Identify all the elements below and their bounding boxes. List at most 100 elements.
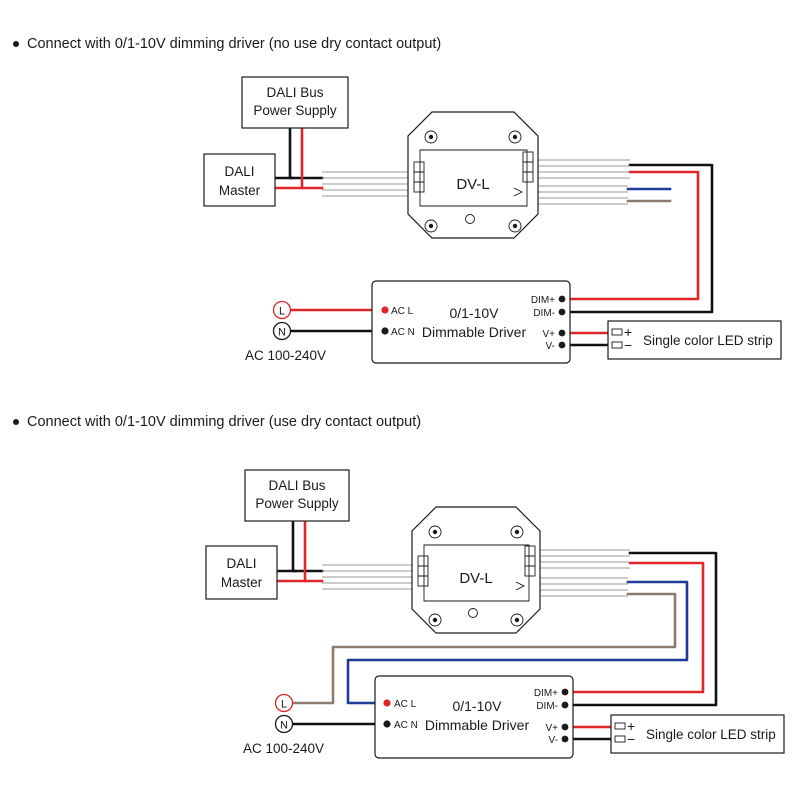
driver-title-line1: 0/1-10V <box>452 698 502 714</box>
wire-red <box>563 561 705 694</box>
neutral-symbol: N <box>280 720 288 732</box>
wire-red <box>560 170 700 301</box>
supply-label-line1: DALI Bus <box>266 85 323 100</box>
dim-plus-label: DIM+ <box>531 295 555 306</box>
bullet-icon <box>13 41 19 47</box>
v-minus-label: V- <box>546 341 555 352</box>
terminal-dot <box>558 341 566 349</box>
screw-icon <box>428 525 442 539</box>
ac-n-label: AC N <box>394 720 418 731</box>
terminal-dot <box>381 306 389 314</box>
supply-label-line2: Power Supply <box>253 103 337 118</box>
terminal-dot <box>558 329 566 337</box>
live-symbol: L <box>279 306 285 318</box>
dv-l-module: DV-L <box>407 111 539 239</box>
wire-black <box>291 519 324 573</box>
live-terminal-icon: L <box>274 693 294 713</box>
led-minus-sign: − <box>624 337 632 353</box>
led-strip: + − Single color LED strip <box>607 320 782 360</box>
neutral-symbol: N <box>278 327 286 339</box>
terminal-dot <box>383 720 391 728</box>
dimmable-driver: AC L AC N 0/1-10V Dimmable Driver DIM+ D… <box>371 280 571 364</box>
mains-label: AC 100-240V <box>245 348 326 363</box>
dimmable-driver: AC L AC N 0/1-10V Dimmable Driver DIM+ D… <box>374 675 574 759</box>
master-label-line1: DALI <box>224 164 254 179</box>
diagram-no-dry-contact: Connect with 0/1-10V dimming driver (no … <box>13 36 782 364</box>
cable-ribbons <box>322 549 630 597</box>
dali-bus-power-supply: DALI Bus Power Supply <box>241 76 349 129</box>
screw-icon <box>508 130 522 144</box>
mains-label: AC 100-240V <box>243 741 324 756</box>
v-minus-label: V- <box>549 735 558 746</box>
terminal-dot <box>561 723 569 731</box>
dali-master: DALI Master <box>205 545 278 600</box>
v-plus-label: V+ <box>545 723 558 734</box>
driver-title-line1: 0/1-10V <box>449 305 499 321</box>
minus-terminal-icon <box>614 735 626 743</box>
indicator-led-icon <box>465 214 475 224</box>
terminal-dot <box>558 308 566 316</box>
wire-blue <box>346 580 689 705</box>
led-strip-label: Single color LED strip <box>643 333 773 348</box>
plus-terminal-icon <box>614 722 626 730</box>
master-label-line2: Master <box>221 575 263 590</box>
terminal-dot <box>561 701 569 709</box>
output-terminal-block <box>524 545 536 577</box>
ac-l-label: AC L <box>394 699 417 710</box>
dim-plus-label: DIM+ <box>534 688 558 699</box>
input-terminal-block <box>413 161 425 193</box>
master-label-line1: DALI <box>226 556 256 571</box>
dim-minus-label: DIM- <box>533 308 555 319</box>
bullet-icon <box>13 419 19 425</box>
wire-black <box>560 163 714 314</box>
minus-terminal-icon <box>611 341 623 349</box>
neutral-terminal-icon: N <box>272 321 292 341</box>
ac-n-label: AC N <box>391 327 415 338</box>
supply-label-line1: DALI Bus <box>268 478 325 493</box>
terminal-dot <box>561 688 569 696</box>
led-strip: + − Single color LED strip <box>610 714 785 754</box>
terminal-dot <box>383 699 391 707</box>
module-name: DV-L <box>456 176 489 193</box>
screw-icon <box>510 525 524 539</box>
cable-ribbons <box>322 159 630 205</box>
diagram-dry-contact: Connect with 0/1-10V dimming driver (use… <box>13 414 785 759</box>
master-label-line2: Master <box>219 183 261 198</box>
wire-black <box>563 551 718 707</box>
neutral-terminal-icon: N <box>274 714 294 734</box>
output-terminal-block <box>522 151 534 183</box>
led-minus-sign: − <box>627 731 635 747</box>
terminal-dot <box>558 295 566 303</box>
screw-icon <box>428 613 442 627</box>
led-plus-sign: + <box>624 324 632 340</box>
diagram-heading: Connect with 0/1-10V dimming driver (use… <box>27 414 421 430</box>
screw-icon <box>510 613 524 627</box>
driver-title-line2: Dimmable Driver <box>425 717 530 733</box>
wire-brown <box>291 592 677 705</box>
dv-l-module: DV-L <box>411 506 541 634</box>
relay-icon <box>513 187 524 197</box>
dali-bus-power-supply: DALI Bus Power Supply <box>244 469 350 522</box>
dim-minus-label: DIM- <box>536 701 558 712</box>
screw-icon <box>424 130 438 144</box>
plus-terminal-icon <box>611 328 623 336</box>
relay-icon <box>515 581 526 591</box>
screw-icon <box>508 219 522 233</box>
diagram-heading: Connect with 0/1-10V dimming driver (no … <box>27 36 441 52</box>
live-symbol: L <box>281 699 287 711</box>
terminal-dot <box>561 735 569 743</box>
indicator-led-icon <box>468 608 478 618</box>
supply-label-line2: Power Supply <box>255 496 339 511</box>
ac-l-label: AC L <box>391 306 414 317</box>
dali-master: DALI Master <box>203 153 276 207</box>
live-terminal-icon: L <box>272 300 292 320</box>
driver-title-line2: Dimmable Driver <box>422 324 527 340</box>
v-plus-label: V+ <box>542 329 555 340</box>
module-name: DV-L <box>459 570 492 587</box>
led-plus-sign: + <box>627 718 635 734</box>
terminal-dot <box>381 327 389 335</box>
screw-icon <box>424 219 438 233</box>
input-terminal-block <box>417 555 429 587</box>
wire-black <box>288 126 324 180</box>
